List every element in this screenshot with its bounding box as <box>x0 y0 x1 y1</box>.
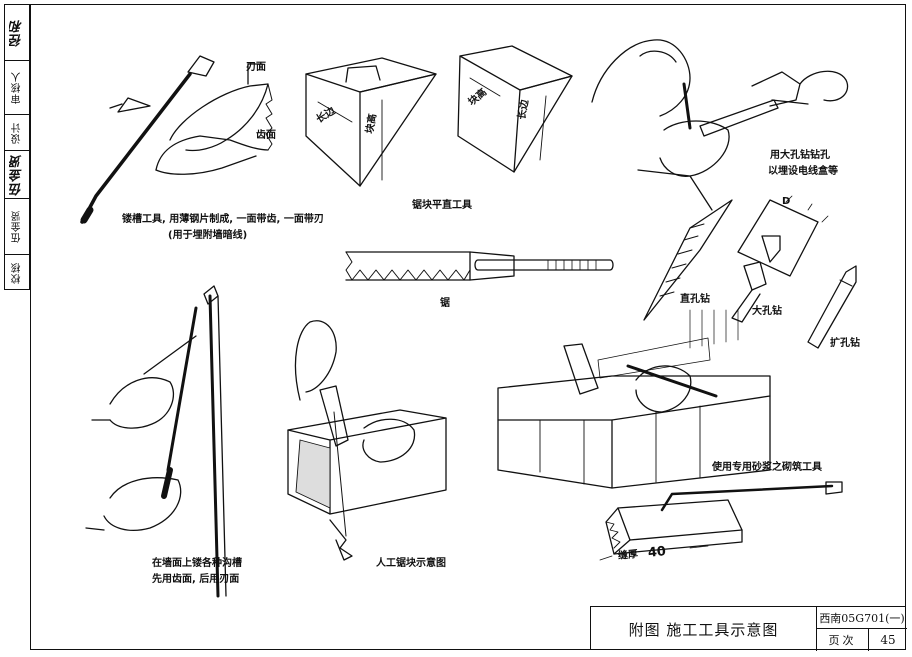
sidebar-cell-3: 设计 <box>5 115 29 151</box>
saw-guide-right <box>457 45 573 173</box>
label-straight-drill: 直孔钻 <box>680 294 710 305</box>
label-large-drill: 大孔钻 <box>752 306 782 317</box>
label-dimension-d: D <box>782 196 791 207</box>
sidebar-cell-1: 径和 <box>5 5 29 61</box>
signature-strip: 径和 审核人 设计 伍金贤 伍金贤 校核 <box>4 4 30 290</box>
label-saw: 锯 <box>440 298 450 309</box>
title-block: 附图 施工工具示意图 西南05G701(一) 页次 45 <box>590 606 907 651</box>
grooving-tool-illustration <box>80 55 215 224</box>
manual-block-sawing-illustration <box>287 320 447 561</box>
hand-drill-illustration <box>591 39 849 211</box>
sidebar-cell-5: 伍金贤 <box>5 199 29 255</box>
label-joint-value: 40 <box>647 544 667 561</box>
label-leveling-tool: 锯块平直工具 <box>412 200 472 211</box>
label-blade-face: 刃面 <box>246 62 266 73</box>
mortar-laying-illustration <box>497 309 771 489</box>
large-drill-bit <box>731 195 829 323</box>
straight-drill-bit <box>643 199 733 321</box>
label-wall-groove-line2: 先用齿面, 后用刃面 <box>152 574 240 585</box>
saw-illustration <box>345 251 614 281</box>
sidebar-cell-4: 伍金贤 <box>5 151 29 199</box>
label-wall-groove-line1: 在墙面上镂各种沟槽 <box>152 558 242 569</box>
label-manual-saw: 人工锯块示意图 <box>376 558 446 569</box>
drawing-title: 附图 施工工具示意图 <box>591 607 817 651</box>
label-tooth-face: 齿面 <box>256 130 276 141</box>
saw-guide-left <box>305 57 437 187</box>
label-large-drill-line1: 用大孔钻钻孔 <box>770 150 830 161</box>
expanding-drill-bit <box>807 265 857 349</box>
drawing-frame <box>30 4 906 650</box>
label-grooving-tool-sub: (用于埋附墙暗线) <box>168 230 248 241</box>
label-joint-thickness: 缝厚 <box>617 548 639 563</box>
label-large-drill-line2: 以埋设电线盒等 <box>768 166 838 177</box>
grooving-blade-detail <box>155 63 273 175</box>
atlas-code: 西南05G701(一) <box>817 607 907 629</box>
mortar-tray-illustration <box>599 481 843 561</box>
label-mortar-tool: 使用专用砂浆之砌筑工具 <box>712 462 822 473</box>
wall-grooving-illustration <box>85 285 227 598</box>
page-label: 页次 <box>817 629 869 651</box>
sidebar-cell-2: 审核人 <box>5 61 29 115</box>
label-grooving-tool: 镂槽工具, 用薄钢片制成, 一面带齿, 一面带刃 <box>122 214 324 225</box>
page-number: 45 <box>880 633 896 647</box>
label-expanding-drill: 扩孔钻 <box>830 338 860 349</box>
